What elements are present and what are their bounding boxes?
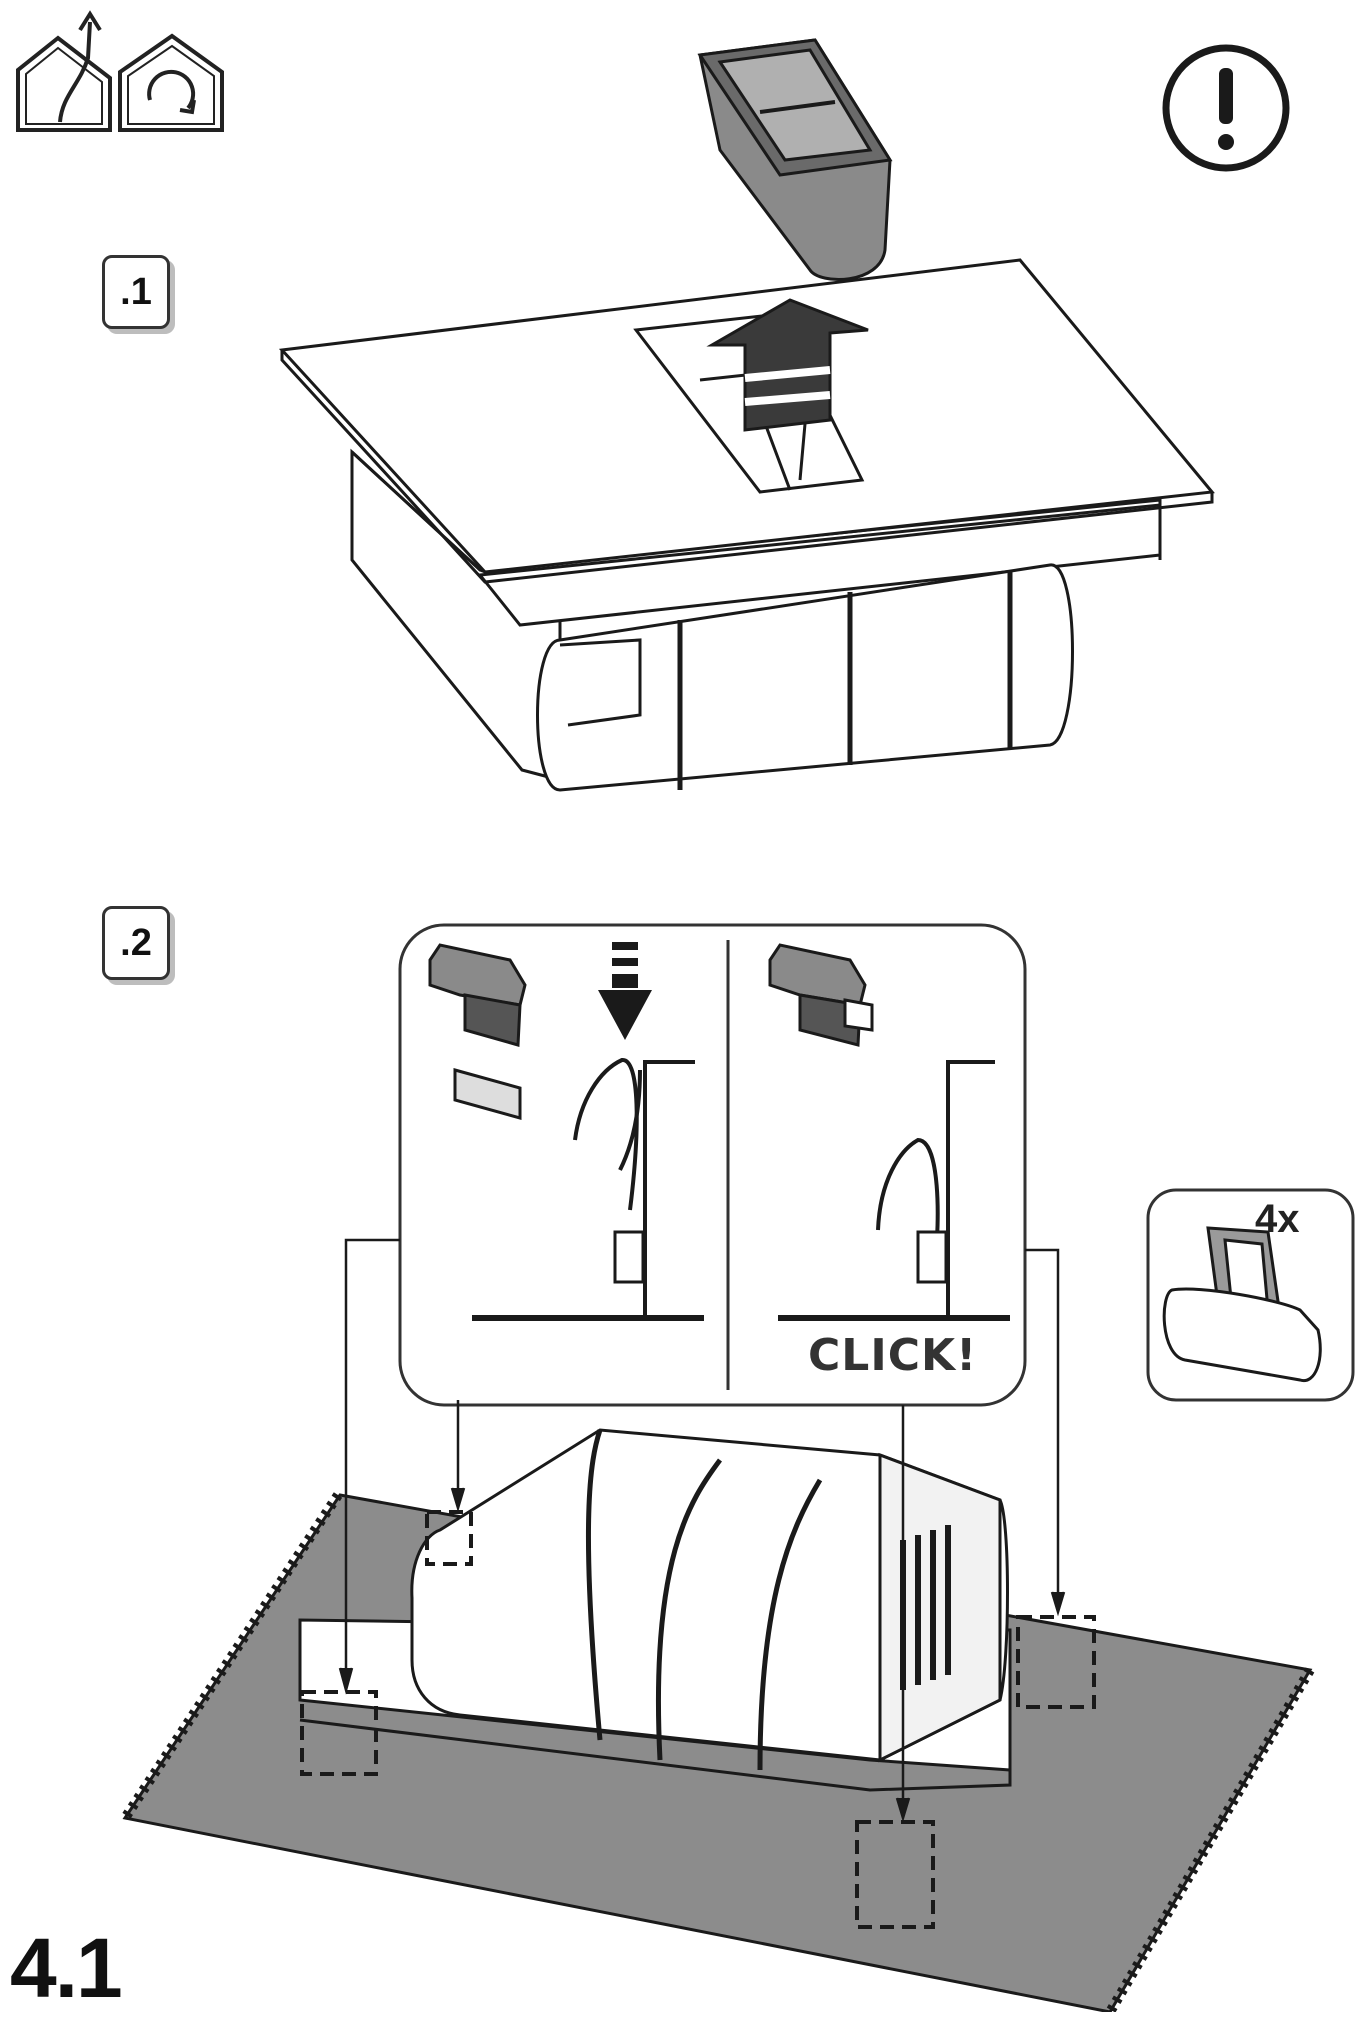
clip-detail-panel [398, 923, 1027, 1407]
house-recirculation-icon [118, 33, 224, 132]
clip-marker-front-right [855, 1820, 935, 1929]
clip-quantity-panel [1146, 1188, 1355, 1402]
clip-profile-after [778, 1060, 1010, 1321]
warning-exclamation-icon [1162, 44, 1290, 172]
clip-marker-back-left [425, 1510, 473, 1566]
motor-unit [536, 563, 1074, 792]
clip-after [768, 943, 874, 1047]
step1-illustration [278, 38, 1215, 792]
down-arrow-icon [598, 942, 652, 1040]
clip-marker-back-right [1016, 1615, 1096, 1709]
clip-profile-before [472, 1058, 704, 1321]
house-extraction-icon [16, 10, 112, 132]
clip-before [428, 943, 527, 1120]
click-label: CLICK! [808, 1330, 978, 1381]
clip-marker-front-left [300, 1690, 378, 1776]
clip-location-markers [300, 1510, 1096, 1929]
step-badge-2: .2 [102, 906, 170, 980]
section-number: 4.1 [10, 1921, 123, 2015]
leader-lines [338, 1238, 1066, 1823]
step-badge-1: .1 [102, 255, 170, 329]
clip-quantity-label: 4x [1255, 1197, 1300, 1241]
step2-illustration [120, 1238, 1315, 2012]
